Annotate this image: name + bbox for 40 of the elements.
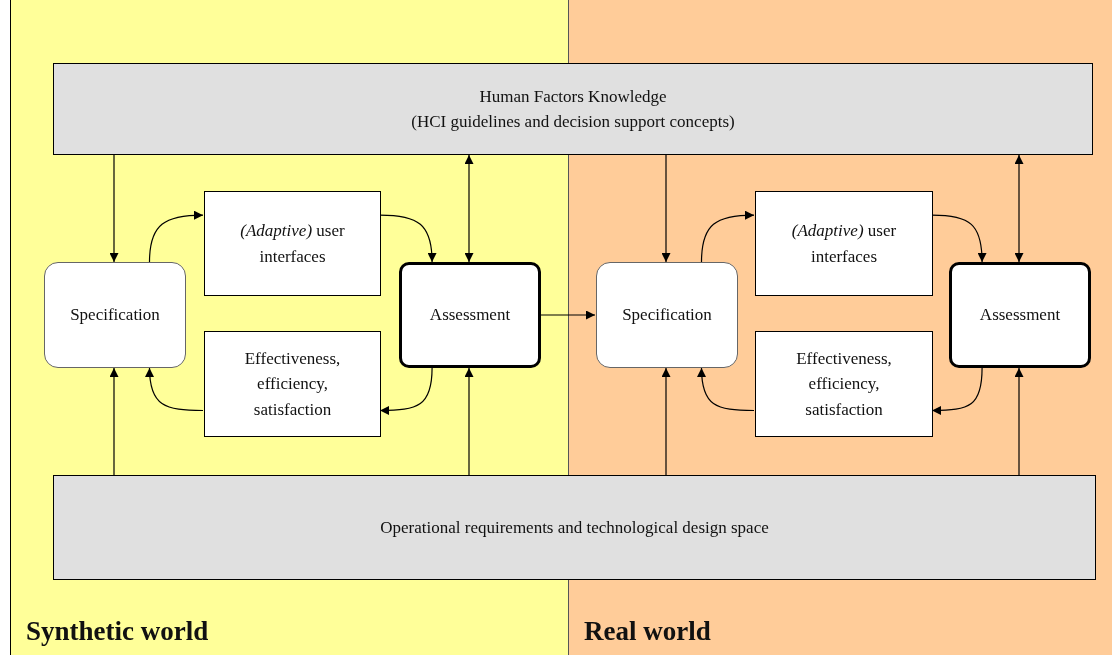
process-box	[53, 475, 1096, 580]
box-text: (HCI guidelines and decision support concepts)	[411, 111, 735, 133]
box-text: (Adaptive) user interfaces	[239, 220, 346, 268]
box-text: Assessment	[429, 304, 511, 327]
arrow	[539, 310, 596, 320]
process-box	[596, 262, 738, 368]
process-box	[755, 191, 933, 296]
box-text: Specification	[70, 304, 160, 327]
box-text: Specification	[622, 304, 712, 327]
arrow	[109, 367, 119, 476]
arrow	[661, 154, 671, 263]
panel-title: Real world	[584, 616, 711, 647]
arrow	[464, 154, 474, 263]
process-box	[204, 331, 381, 437]
box-text: Human Factors Knowledge	[479, 85, 667, 108]
process-box	[204, 191, 381, 296]
arrow	[700, 210, 755, 263]
arrow	[379, 214, 437, 263]
box-text: Effectiveness, efficiency, satisfaction	[795, 347, 893, 421]
arrow	[1014, 154, 1024, 263]
process-box	[755, 331, 933, 437]
box-text: Operational requirements and technological design space	[380, 516, 769, 539]
arrow	[145, 367, 204, 412]
process-box	[949, 262, 1091, 368]
panel-title: Synthetic world	[26, 616, 209, 647]
arrow	[109, 154, 119, 263]
process-box	[399, 262, 541, 368]
arrow	[931, 367, 983, 415]
arrow	[697, 367, 755, 412]
box-text: (Adaptive) user interfaces	[790, 220, 898, 268]
arrow	[931, 214, 987, 263]
arrow	[464, 367, 474, 476]
arrow	[148, 210, 204, 263]
box-text: Assessment	[979, 304, 1061, 327]
box-text: Effectiveness, efficiency, satisfaction	[243, 347, 342, 421]
arrow	[379, 367, 433, 415]
arrow	[661, 367, 671, 476]
process-box	[44, 262, 186, 368]
process-box	[53, 63, 1093, 155]
arrow	[1014, 367, 1024, 476]
